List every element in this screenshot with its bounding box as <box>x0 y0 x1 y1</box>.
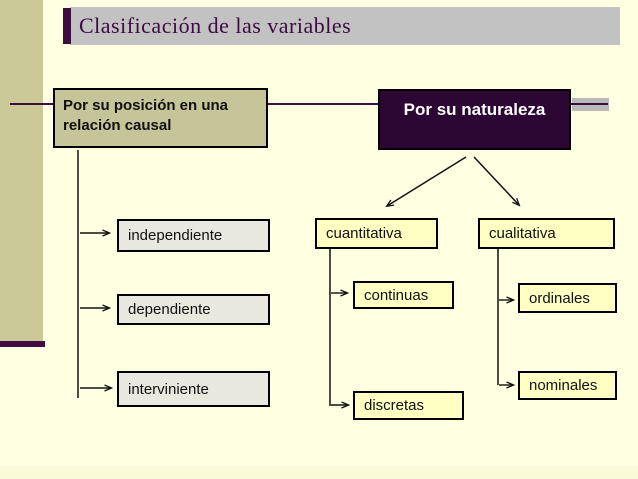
node-interviniente: interviniente <box>117 371 270 407</box>
title-accent-square <box>63 8 71 44</box>
arrow-to-cualitativa <box>473 156 519 205</box>
node-cualitativa: cualitativa <box>478 218 615 249</box>
node-cuantitativa: cuantitativa <box>315 218 438 249</box>
sidebar-olive-bar <box>0 0 43 341</box>
node-por-su-naturaleza: Por su naturaleza <box>378 89 571 150</box>
node-por-su-posicion: Por su posición en una relación causal <box>53 88 268 148</box>
node-continuas: continuas <box>353 281 454 309</box>
footer-strip <box>0 466 638 479</box>
node-ordinales: ordinales <box>518 283 617 313</box>
sidebar-purple-stripe <box>0 341 45 347</box>
node-independiente: independiente <box>117 219 270 252</box>
node-nominales: nominales <box>518 371 617 400</box>
arrow-to-cuantitativa <box>387 156 467 206</box>
node-dependiente: dependiente <box>117 294 270 325</box>
node-discretas: discretas <box>353 391 464 420</box>
title-bar: Clasificación de las variables <box>70 7 620 45</box>
slide-title: Clasificación de las variables <box>79 13 352 38</box>
